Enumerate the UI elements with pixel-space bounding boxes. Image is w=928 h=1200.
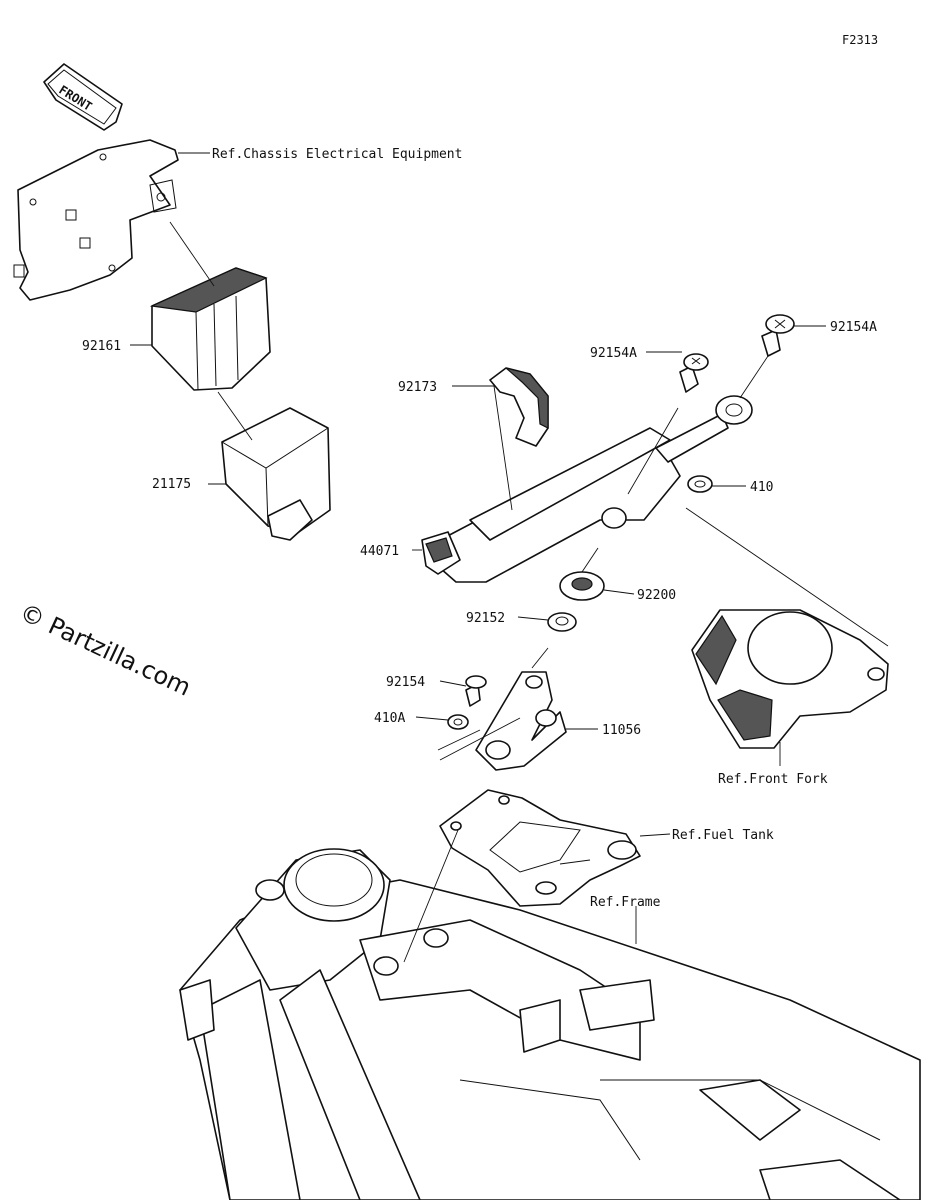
watermark: © Partzilla.com bbox=[15, 598, 195, 702]
label-92173[interactable]: 92173 bbox=[398, 380, 437, 395]
label-92161[interactable]: 92161 bbox=[82, 339, 121, 354]
frame-drawing bbox=[179, 848, 921, 1200]
part-44071-drawing bbox=[421, 395, 753, 583]
part-21175-drawing bbox=[221, 407, 331, 541]
label-92154A-2[interactable]: 92154A bbox=[830, 320, 877, 335]
ref-chassis-electrical[interactable]: Ref.Chassis Electrical Equipment bbox=[212, 147, 462, 162]
part-410A-washer-drawing bbox=[447, 714, 469, 730]
part-92154A-screw-1-drawing bbox=[679, 353, 709, 393]
label-410[interactable]: 410 bbox=[750, 480, 773, 495]
label-92154A-1[interactable]: 92154A bbox=[590, 346, 637, 361]
label-44071[interactable]: 44071 bbox=[360, 544, 399, 559]
label-410A[interactable]: 410A bbox=[374, 711, 405, 726]
part-92161-drawing bbox=[149, 267, 271, 391]
part-11056-drawing bbox=[475, 671, 567, 771]
front-fork-drawing bbox=[691, 609, 889, 749]
label-11056[interactable]: 11056 bbox=[602, 723, 641, 738]
ref-front-fork[interactable]: Ref.Front Fork bbox=[718, 772, 828, 787]
label-21175[interactable]: 21175 bbox=[152, 477, 191, 492]
ref-frame[interactable]: Ref.Frame bbox=[590, 895, 661, 910]
front-arrow-icon: FRONT bbox=[43, 63, 123, 131]
label-92152[interactable]: 92152 bbox=[466, 611, 505, 626]
part-92154-bolt-drawing bbox=[465, 675, 487, 707]
part-410-washer-drawing bbox=[687, 475, 713, 493]
fuel-tank-bracket-drawing bbox=[439, 789, 641, 907]
part-92173-drawing bbox=[489, 367, 549, 447]
part-92154A-screw-2-drawing bbox=[761, 314, 795, 357]
label-92154[interactable]: 92154 bbox=[386, 675, 425, 690]
label-92200[interactable]: 92200 bbox=[637, 588, 676, 603]
part-92152-drawing bbox=[547, 612, 577, 632]
leader-lines bbox=[130, 152, 889, 963]
part-92200-drawing bbox=[559, 571, 605, 601]
ref-fuel-tank[interactable]: Ref.Fuel Tank bbox=[672, 828, 774, 843]
chassis-bracket-drawing bbox=[13, 139, 179, 301]
figure-id: F2313 bbox=[842, 33, 878, 47]
